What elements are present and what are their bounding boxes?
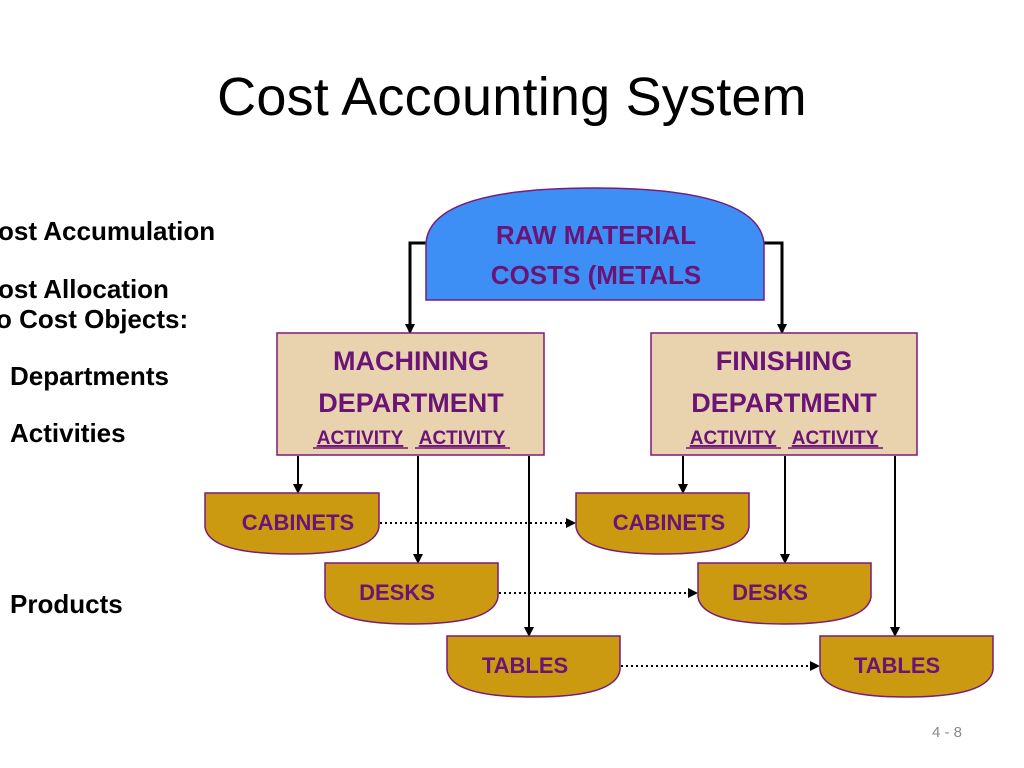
label-cost-objects: o Cost Objects:: [0, 304, 189, 334]
raw-material-box: [425, 187, 765, 301]
desks-right-label: DESKS: [732, 580, 808, 605]
page-number: 4 - 8: [932, 724, 963, 741]
cabinets-left-label: CABINETS: [242, 510, 354, 535]
machining-line2: DEPARTMENT: [318, 388, 504, 418]
label-cost-accumulation: ost Accumulation: [0, 216, 216, 246]
desks-left-box: [324, 562, 499, 625]
finishing-line2: DEPARTMENT: [691, 388, 877, 418]
machining-department-box: [276, 332, 545, 456]
finishing-line1: FINISHING: [716, 346, 853, 376]
tables-right-label: TABLES: [854, 653, 940, 678]
arrow-raw-to-machining: [405, 241, 427, 334]
finishing-activity-2: ACTIVITY: [792, 428, 879, 449]
machining-activity-1: ACTIVITY: [317, 428, 404, 449]
finishing-activity-1: ACTIVITY: [690, 428, 777, 449]
tables-left-box: [446, 635, 621, 698]
machining-activity-2: ACTIVITY: [419, 428, 506, 449]
machining-line1: MACHINING: [333, 346, 489, 376]
cabinets-left-box: [204, 492, 380, 555]
label-activities: Activities: [10, 418, 126, 448]
cabinets-right-box: [575, 492, 750, 555]
slide-title: Cost Accounting System: [217, 67, 807, 127]
desks-left-label: DESKS: [359, 580, 435, 605]
cabinets-right-label: CABINETS: [613, 510, 725, 535]
arrow-raw-to-finishing: [763, 241, 787, 334]
raw-material-line2: COSTS (METALS: [491, 260, 701, 290]
tables-right-box: [819, 635, 994, 698]
label-products: Products: [10, 589, 123, 619]
label-departments: Departments: [10, 361, 169, 391]
raw-material-line1: RAW MATERIAL: [496, 220, 696, 250]
label-cost-allocation: ost Allocation: [0, 274, 169, 304]
finishing-department-box: [650, 332, 918, 456]
desks-right-box: [697, 562, 872, 625]
tables-left-label: TABLES: [482, 653, 568, 678]
